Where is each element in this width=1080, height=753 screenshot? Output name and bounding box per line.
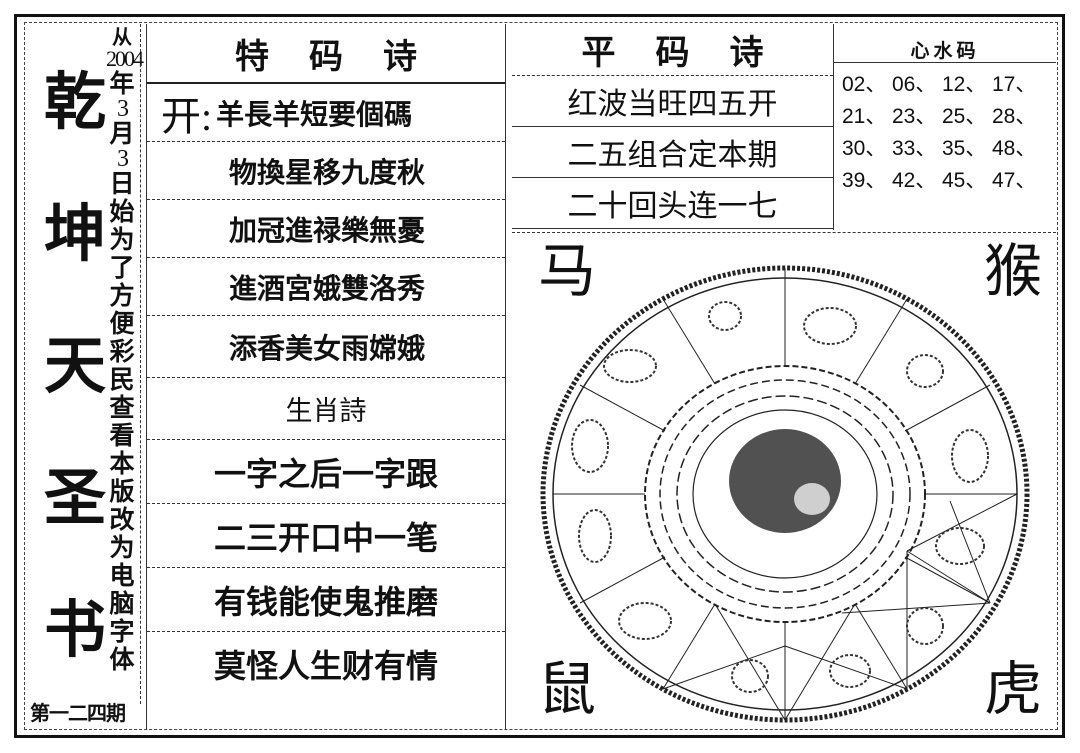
vertical-notice: 从 2004 年 3 月 3 日 始 为 了 方 便 彩 民 查 看 本 版 改… [106,25,144,674]
note-char: 月 [109,119,135,148]
ping-poem-section: 平码诗 红波当旺四五开 二五组合定本期 二十回头连一七 [512,24,834,230]
corner-rat: 鼠 [538,657,597,722]
zodiac-wheel-icon [540,265,1030,723]
number-item: 06、 [892,73,937,96]
divider [140,24,141,704]
title-char: 天 [43,329,106,402]
note-char: 彩 [109,337,135,366]
title-char: 坤 [43,197,106,270]
poem-line: 开: 羊長羊短要個碼 [147,84,505,142]
note-char: 体 [109,645,135,674]
corner-monkey: 猴 [983,239,1042,304]
poem-line: 物換星移九度秋 [147,142,505,200]
poem-line: 添香美女雨嫦娥 [147,316,505,378]
number-item: 28、 [992,105,1037,128]
title-char: 乾 [43,65,106,138]
title-char: 圣 [43,461,106,534]
zodiac-poem-line: 二三开口中一笔 [147,504,505,568]
zodiac-poem-line: 莫怪人生财有情 [213,647,438,685]
zodiac-poem-header: 生肖詩 [147,378,505,440]
number-item: 47、 [992,169,1037,192]
note-char: 便 [109,309,135,338]
special-poem-section: 特码诗 开: 羊長羊短要個碼 物換星移九度秋 加冠進禄樂無憂 進酒宮娥雙洛秀 添… [146,24,506,730]
special-poem-header: 特码诗 [147,24,505,84]
inner-border [24,22,1058,730]
number-item: 23、 [892,105,937,128]
note-char: 脑 [109,589,135,618]
poem-line: 進酒宮娥雙洛秀 [147,258,505,316]
number-item: 02、 [842,73,887,96]
note-char: 民 [109,365,135,394]
title-char: 书 [43,593,106,666]
note-char: 日 [109,169,135,198]
note-char: 本 [109,449,135,478]
left-title-column: 乾 坤 天 圣 书 从 2004 年 3 月 3 日 始 为 了 方 便 彩 民… [24,22,144,730]
number-item: 45、 [942,169,987,192]
zodiac-poem-line: 一字之后一字跟 [147,440,505,504]
note-char: 看 [109,421,135,450]
number-item: 21、 [842,105,887,128]
note-char: 为 [109,225,135,254]
note-month: 3 [117,96,129,122]
note-char: 字 [109,617,135,646]
note-char: 为 [109,533,135,562]
corner-horse: 马 [538,239,597,304]
number-grid: 02、 06、 12、 17、 21、 23、 25、 28、 30、 33、 … [834,63,1056,197]
number-item: 25、 [942,105,987,128]
ping-poem-line: 红波当旺四五开 [512,76,833,127]
ping-poem-line: 二十回头连一七 [512,178,833,229]
note-char: 年 [109,69,135,98]
number-item: 12、 [942,73,987,96]
note-char: 始 [109,197,135,226]
number-item: 17、 [992,73,1037,96]
xinshui-header: 心水码 [834,40,1056,63]
number-item: 30、 [842,137,887,160]
xinshui-section: 心水码 02、 06、 12、 17、 21、 23、 25、 28、 30、 … [834,24,1056,230]
note-char: 了 [109,253,135,282]
issue-number: 第一二四期 [30,701,126,725]
zodiac-wheel-area: 马 猴 鼠 虎 [512,232,1056,729]
corner-tiger: 虎 [983,657,1042,722]
note-char: 查 [109,393,135,422]
number-item: 39、 [842,169,887,192]
note-day: 3 [117,146,129,172]
zodiac-poem-line: 有钱能使鬼推磨 [147,568,505,632]
kai-label: 开: [161,93,213,139]
poem-text: 羊長羊短要個碼 [216,97,413,131]
note-char: 改 [109,505,135,534]
number-item: 35、 [942,137,987,160]
number-item: 48、 [992,137,1037,160]
note-char: 版 [109,477,135,506]
main-title: 乾 坤 天 圣 书 [40,36,110,696]
ping-poem-line: 二五组合定本期 [512,127,833,178]
number-item: 33、 [892,137,937,160]
note-year: 2004 [106,46,144,71]
note-char: 方 [109,281,135,310]
number-item: 42、 [892,169,937,192]
note-char: 从 [112,25,132,49]
ping-poem-header: 平码诗 [512,24,833,76]
outer-border [14,14,1065,738]
poem-line: 加冠進禄樂無憂 [147,200,505,258]
note-char: 电 [109,561,135,590]
